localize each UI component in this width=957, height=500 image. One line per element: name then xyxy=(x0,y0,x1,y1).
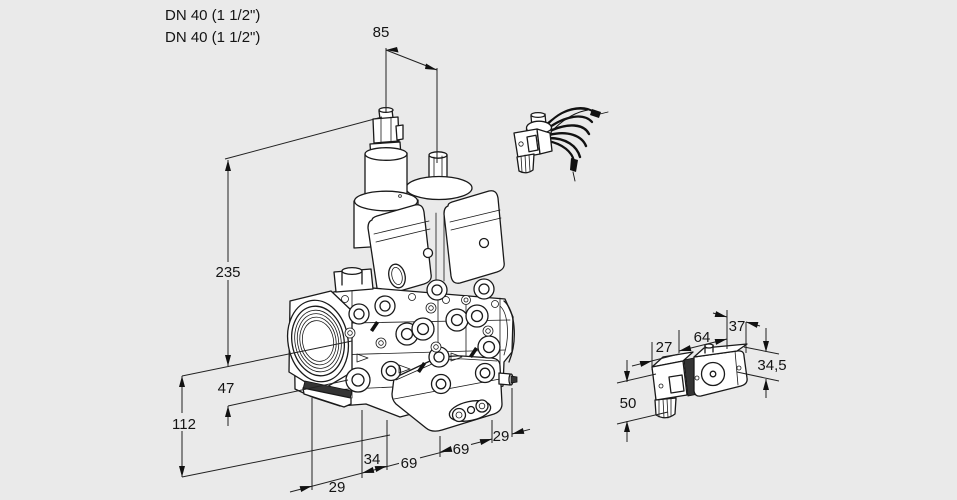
dimension-34-5: 34,5 xyxy=(736,328,787,398)
double-solenoid-valve-drawing xyxy=(286,106,518,432)
dim-27-label: 27 xyxy=(656,339,673,356)
dimension-50: 50 xyxy=(616,360,669,442)
dimension-37: 37 xyxy=(712,311,761,353)
dim-64-label: 64 xyxy=(694,329,711,346)
dimension-85: 85 xyxy=(373,24,438,163)
dim-50-label: 50 xyxy=(620,395,637,412)
port-label-top: DN 40 (1 1/2") xyxy=(165,7,260,24)
dimension-64: 64 xyxy=(678,310,728,353)
bypass-valve-drawing xyxy=(651,343,748,419)
chain-34: 34 xyxy=(364,451,381,468)
dim-112-label: 112 xyxy=(172,416,196,433)
dimension-27: 27 xyxy=(631,339,680,370)
thread-lines xyxy=(294,309,342,373)
bottom-actuator-box xyxy=(391,355,518,432)
dim-37-label: 37 xyxy=(729,318,746,335)
front-actuator xyxy=(353,106,445,296)
dim-34-5-label: 34,5 xyxy=(757,357,786,374)
chain-29-left: 29 xyxy=(329,479,346,496)
flow-direction-markers xyxy=(356,321,478,374)
dim-47-label: 47 xyxy=(218,380,235,397)
dimension-235: 235 xyxy=(215,116,383,366)
cable-plug-with-wires xyxy=(513,107,609,182)
dim-85-label: 85 xyxy=(373,24,390,41)
dimension-112: 112 xyxy=(172,376,391,478)
dimension-47: 47 xyxy=(181,340,353,426)
rear-actuator xyxy=(405,151,505,284)
bolt-heads xyxy=(341,278,501,395)
dim-235-label: 235 xyxy=(215,264,240,281)
chain-29-right: 29 xyxy=(493,428,510,445)
port-label-bottom: DN 40 (1 1/2") xyxy=(165,29,260,46)
dimension-chain-bottom: 29 34 69 69 29 xyxy=(289,388,531,496)
chain-69-a: 69 xyxy=(401,455,418,472)
chain-69-b: 69 xyxy=(453,441,470,458)
threaded-flange xyxy=(286,290,353,408)
